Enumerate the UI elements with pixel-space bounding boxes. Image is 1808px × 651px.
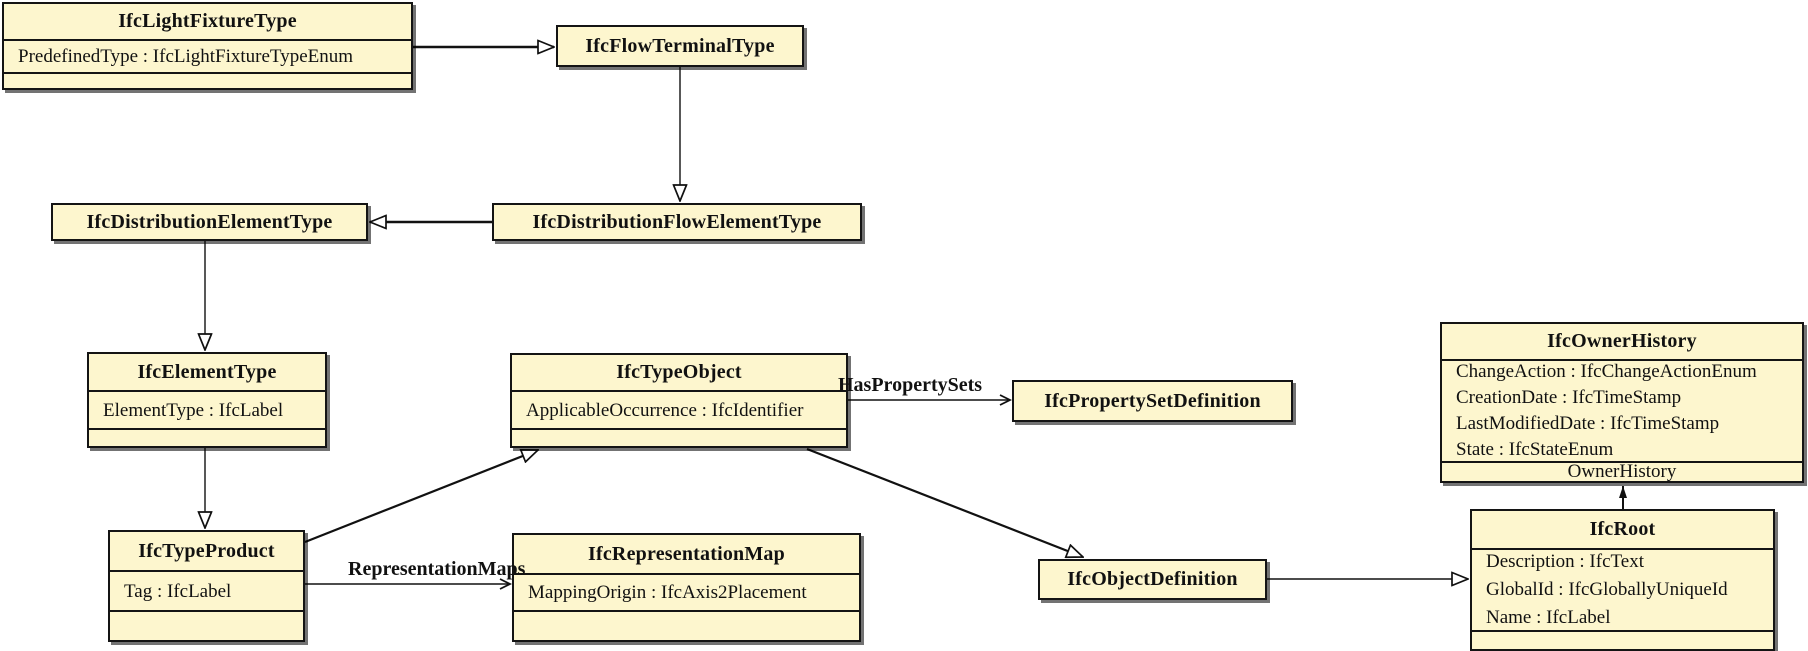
class-attribute: PredefinedType : IfcLightFixtureTypeEnum: [18, 46, 354, 67]
class-ifc-distribution-element-type: IfcDistributionElementType: [51, 203, 368, 241]
class-empty-compartment: [110, 610, 303, 640]
class-attribute: State : IfcStateEnum: [1456, 439, 1614, 460]
class-attribute: ApplicableOccurrence : IfcIdentifier: [526, 399, 804, 421]
generalization-typeobject-to-objectdefinition: [806, 447, 1083, 557]
class-attribute: CreationDate : IfcTimeStamp: [1456, 387, 1682, 408]
class-attribute: LastModifiedDate : IfcTimeStamp: [1456, 413, 1720, 434]
class-attributes-compartment: ElementType : IfcLabel: [89, 390, 325, 428]
class-empty-compartment: [4, 72, 411, 88]
class-title: IfcElementType: [137, 360, 277, 383]
edge-label-representationmaps: RepresentationMaps: [348, 558, 526, 580]
class-empty-compartment: [1472, 630, 1773, 649]
class-attributes-compartment: Tag : IfcLabel: [110, 570, 303, 610]
class-title: IfcRepresentationMap: [588, 542, 785, 565]
class-attribute: GlobalId : IfcGloballyUniqueId: [1486, 579, 1728, 600]
class-attribute: ElementType : IfcLabel: [103, 399, 284, 421]
class-attributes-compartment: MappingOrigin : IfcAxis2Placement: [514, 573, 859, 610]
class-title: IfcFlowTerminalType: [585, 34, 775, 57]
class-empty-compartment: [512, 428, 846, 446]
class-title: IfcLightFixtureType: [118, 10, 297, 32]
edge-label-haspropertysets: HasPropertySets: [838, 374, 983, 396]
class-attribute: Description : IfcText: [1486, 551, 1645, 572]
class-empty-compartment: [514, 610, 859, 640]
class-empty-compartment: [89, 428, 325, 446]
class-title: IfcRoot: [1589, 518, 1656, 540]
class-ifc-object-definition: IfcObjectDefinition: [1038, 559, 1267, 600]
class-title: IfcTypeProduct: [138, 539, 275, 562]
class-title: IfcOwnerHistory: [1547, 330, 1697, 352]
class-title: IfcTypeObject: [616, 361, 742, 383]
class-ifc-flow-terminal-type: IfcFlowTerminalType: [556, 25, 804, 67]
class-title: IfcObjectDefinition: [1067, 568, 1238, 590]
class-attribute: ChangeAction : IfcChangeActionEnum: [1456, 361, 1757, 382]
class-compartment-label: OwnerHistory: [1442, 461, 1802, 482]
class-attribute: Name : IfcLabel: [1486, 607, 1611, 628]
class-attribute: Tag : IfcLabel: [124, 580, 232, 602]
class-title: IfcDistributionFlowElementType: [532, 210, 822, 233]
class-ifc-property-set-definition: IfcPropertySetDefinition: [1012, 380, 1293, 422]
class-title: IfcPropertySetDefinition: [1044, 389, 1261, 412]
generalization-typeproduct-to-typeobject: [304, 450, 538, 544]
class-ifc-distribution-flow-element-type: IfcDistributionFlowElementType: [492, 203, 862, 241]
class-attribute: MappingOrigin : IfcAxis2Placement: [528, 582, 807, 603]
class-title: IfcDistributionElementType: [86, 210, 333, 233]
class-attributes-compartment: ApplicableOccurrence : IfcIdentifier: [512, 390, 846, 428]
class-attributes-compartment: PredefinedType : IfcLightFixtureTypeEnum: [4, 39, 411, 72]
